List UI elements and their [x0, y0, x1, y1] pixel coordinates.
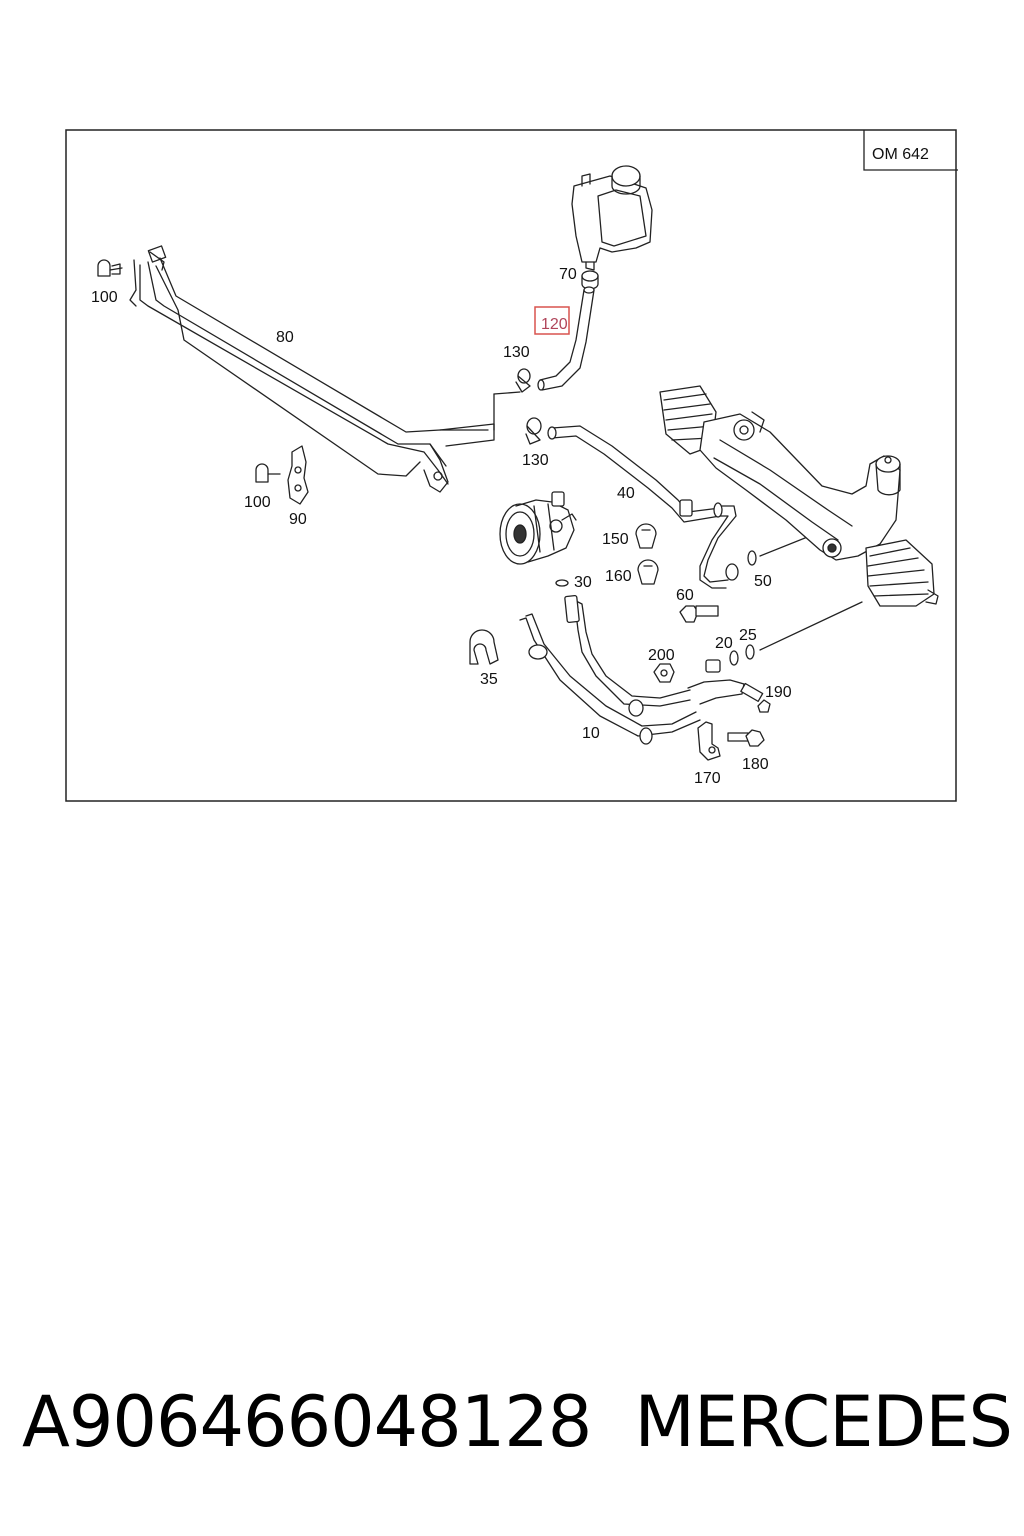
bolt-part-190	[740, 682, 771, 713]
part-caption: A906466048128 MERCEDES	[22, 1372, 1013, 1472]
bolt-part-100-bottom	[255, 463, 281, 483]
callout-70: 70	[559, 266, 577, 283]
return-line-part	[129, 245, 495, 493]
power-steering-pump	[499, 491, 577, 565]
nut-part-200	[653, 663, 675, 683]
clamp-part-130-top	[493, 368, 531, 395]
diagram-frame	[65, 129, 957, 802]
o-ring-part-30	[555, 579, 569, 587]
bolt-part-180	[727, 729, 765, 747]
callout-20: 20	[715, 635, 733, 652]
fluid-reservoir	[571, 165, 653, 271]
callout-35: 35	[480, 671, 498, 688]
clip-part-160	[637, 559, 659, 585]
callout-200: 200	[648, 647, 675, 664]
part-number: A906466048128	[22, 1381, 592, 1463]
variant-label: OM 642	[872, 146, 929, 163]
callout-170: 170	[694, 770, 721, 787]
callout-30: 30	[574, 574, 592, 591]
callout-40: 40	[617, 485, 635, 502]
callout-180: 180	[742, 756, 769, 773]
pipe-part-60	[699, 502, 739, 589]
clip-part-150	[635, 523, 657, 549]
callout-150: 150	[602, 531, 629, 548]
callout-100-bottom: 100	[244, 494, 271, 511]
callout-90: 90	[289, 511, 307, 528]
bolt-part-60	[679, 605, 719, 623]
callout-160: 160	[605, 568, 632, 585]
callout-190: 190	[765, 684, 792, 701]
clamp-part-170	[697, 721, 721, 761]
suction-hose-part-120	[537, 286, 595, 391]
seal-ring-part-20	[729, 650, 739, 666]
steering-rack	[659, 385, 939, 607]
seal-ring-part-50	[747, 550, 757, 566]
callout-10: 10	[582, 725, 600, 742]
brand-name: MERCEDES	[634, 1381, 1013, 1463]
clamp-part-35	[469, 629, 499, 665]
hose-part-40	[547, 425, 721, 523]
callout-130-top: 130	[503, 344, 530, 361]
callout-labels: 100 80 100 90 70 120 130 130 40 150 160 …	[91, 266, 792, 787]
callout-100-top: 100	[91, 289, 118, 306]
callout-25: 25	[739, 627, 757, 644]
callout-120-highlight	[534, 306, 570, 335]
callout-130-bottom: 130	[522, 452, 549, 469]
bracket-part-90	[287, 445, 309, 505]
seal-ring-part-25	[745, 644, 755, 660]
callout-80: 80	[276, 329, 294, 346]
bolt-part-100-top	[97, 259, 123, 277]
callout-60: 60	[676, 587, 694, 604]
variant-label-box: OM 642	[863, 130, 958, 171]
callout-50: 50	[754, 573, 772, 590]
pressure-line-part-10	[519, 594, 745, 745]
callout-120: 120	[541, 316, 568, 333]
clamp-part-70	[581, 270, 599, 290]
clamp-part-130-bottom	[493, 393, 542, 445]
